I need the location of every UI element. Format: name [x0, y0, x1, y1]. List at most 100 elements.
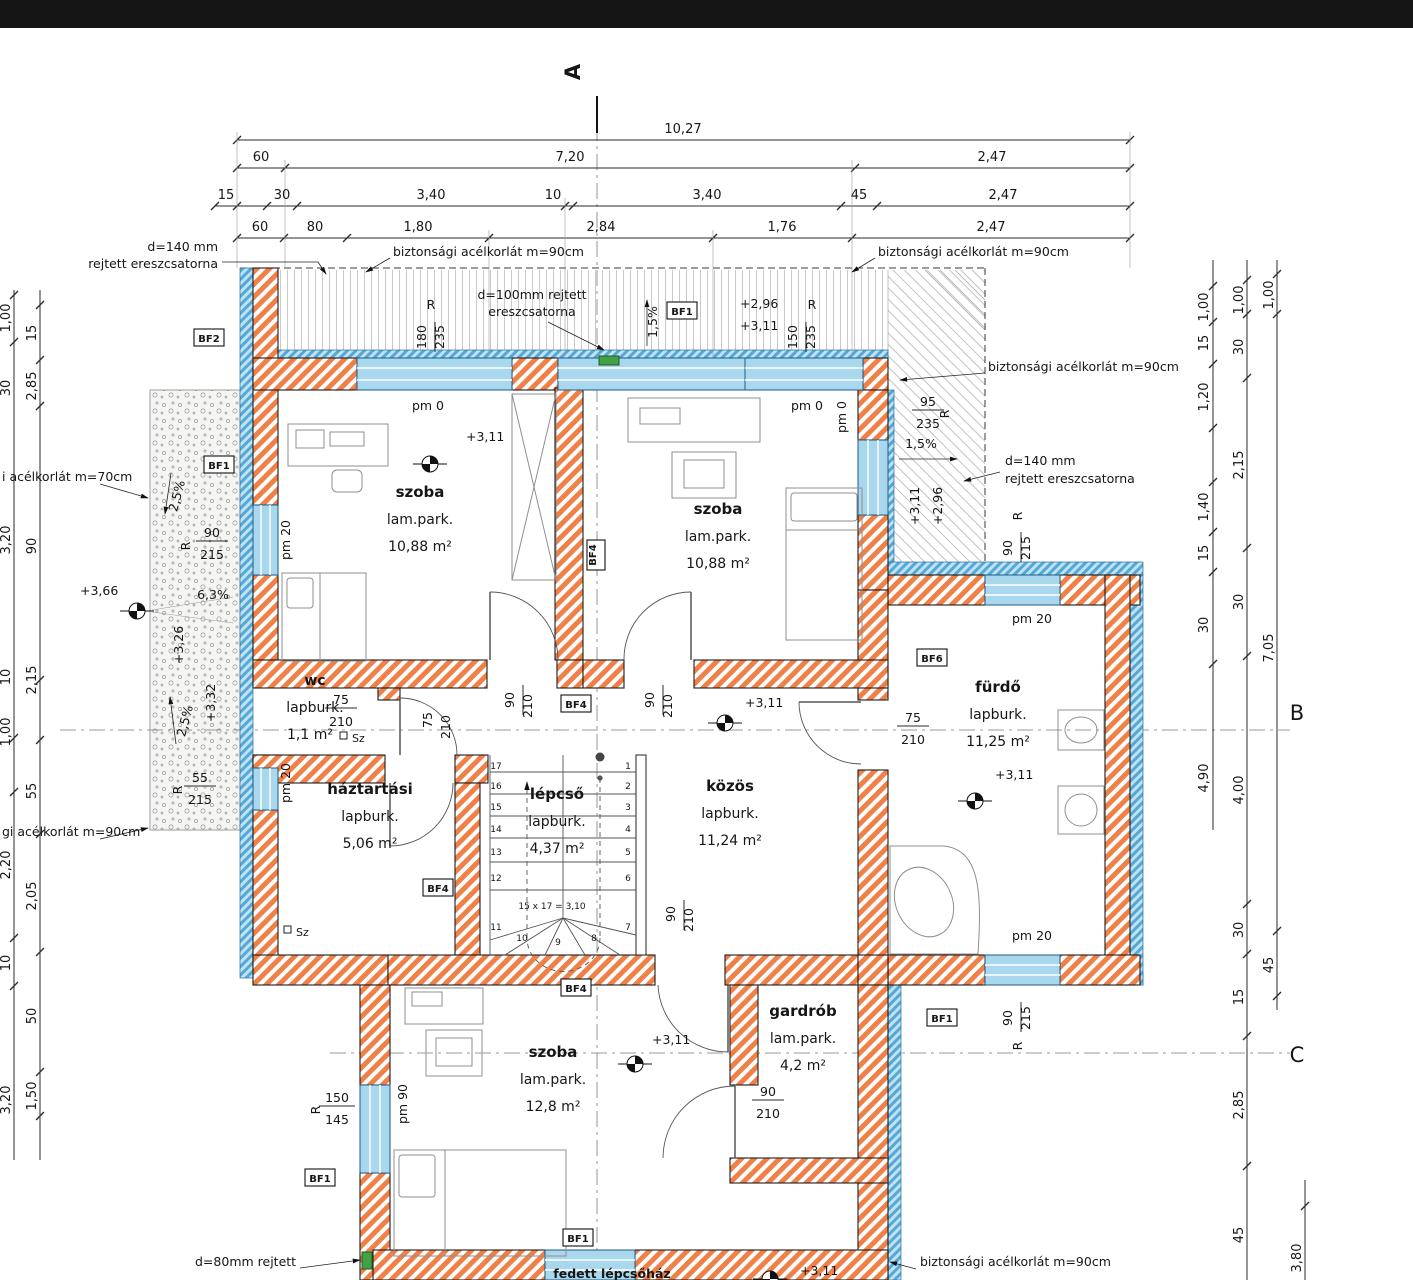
opening-size: 215: [200, 547, 224, 562]
slope-label: 1,5%: [645, 306, 660, 338]
opening-size: 210: [438, 715, 453, 739]
opening-size: 90: [204, 525, 220, 540]
tag-bf4: BF4: [565, 984, 586, 995]
opening-tags: BF2 BF1 BF1 BF4 BF4 BF4 BF4 BF6 BF1 BF1 …: [193, 301, 958, 1247]
dim: 30: [274, 188, 291, 203]
gutter-note: rejtett ereszcsatorna: [1005, 471, 1135, 486]
opening-size: 235: [916, 416, 940, 431]
opening-size: 180: [414, 325, 429, 349]
opening-size: 210: [520, 694, 535, 718]
dim: 30: [1232, 594, 1247, 611]
step-number: 7: [625, 923, 631, 933]
room-name: lépcső: [530, 785, 584, 803]
room-area: 11,24 m²: [698, 833, 762, 849]
step-number: 15: [490, 803, 501, 813]
step-number: 8: [591, 934, 597, 944]
elevation-label: +3,26: [171, 626, 186, 664]
parapet-label: pm 0: [834, 401, 849, 433]
dim: 2,85: [25, 372, 40, 401]
dim: 2,47: [977, 220, 1006, 235]
gutter-note: rejtett ereszcsatorna: [88, 256, 218, 271]
railing-note-cut: gi acélkorlát m=90cm: [2, 824, 140, 839]
railing-note: biztonsági acélkorlát m=90cm: [393, 244, 584, 259]
opening-size: 145: [325, 1112, 349, 1127]
parapet-label: pm 20: [278, 763, 293, 803]
window-55-215: [252, 767, 279, 811]
opening-size: 90: [642, 692, 657, 708]
door-furdo: [798, 701, 862, 765]
opening-size: 90: [760, 1084, 776, 1099]
doors: [389, 591, 862, 1159]
step-number: 6: [625, 874, 631, 884]
stair-wall: [635, 754, 647, 956]
railing-note: biztonsági acélkorlát m=90cm: [878, 244, 1069, 259]
ticks-right: [1208, 269, 1310, 1211]
size-fraction-lines: [184, 322, 1022, 1107]
dim: 30: [1232, 922, 1247, 939]
window-90-215-bottom-right: [984, 954, 1061, 986]
dim: 90: [25, 538, 40, 555]
parapet-label: pm 20: [1012, 928, 1052, 943]
step-number: 1: [625, 762, 631, 772]
window-150-145: [359, 1084, 391, 1174]
sz-symbol: [339, 731, 348, 740]
drain-mark-top: [598, 355, 620, 366]
dim: 1,20: [1197, 383, 1212, 412]
room-name: wc: [304, 673, 325, 689]
radiator-label: R: [1010, 1041, 1025, 1050]
parapet-label: pm 20: [1012, 611, 1052, 626]
radiator-label: R: [937, 409, 952, 418]
grid-marker-b: B: [1290, 701, 1304, 725]
dim: 45: [851, 188, 868, 203]
dim: 55: [25, 783, 40, 800]
elevation-label: +3,32: [203, 684, 218, 722]
window-90-215-top-right: [984, 574, 1061, 606]
room-name: háztartási: [327, 780, 413, 798]
extension-lines: [236, 132, 1131, 358]
gutter-note: d=80mm rejtett: [195, 1254, 296, 1269]
step-number: 14: [490, 825, 502, 835]
parapet-label: pm 0: [412, 398, 444, 413]
door-szoba2: [623, 591, 692, 661]
dim: 1,00: [0, 718, 14, 747]
dim: 3,20: [0, 1086, 14, 1115]
dim: 45: [1232, 1227, 1247, 1244]
dim: 2,47: [989, 188, 1018, 203]
elevation-label: +3,11: [652, 1032, 690, 1047]
elevation-label: +2,96: [930, 487, 945, 525]
terrace-roof-hatch: [255, 269, 986, 575]
ticks-left: [9, 290, 45, 1121]
parapet-label: pm 90: [395, 1084, 410, 1124]
room-area: 5,06 m²: [343, 836, 398, 852]
radiator-label: R: [170, 785, 185, 794]
tag-bf4: BF4: [588, 544, 599, 565]
tag-bf2: BF2: [198, 334, 219, 345]
radiator-label: R: [808, 297, 817, 312]
slope-label: 1,5%: [905, 436, 937, 451]
opening-size: 90: [1000, 540, 1015, 556]
gutter-note: ereszcsatorna: [488, 304, 575, 319]
room-finish: lam.park.: [520, 1072, 586, 1088]
step-number: 5: [625, 848, 631, 858]
sz-label: Sz: [352, 732, 365, 745]
tag-bf1: BF1: [671, 307, 692, 318]
room-area: 4,37 m²: [530, 841, 585, 857]
bed-szoba3: [393, 1149, 567, 1257]
opening-size: 90: [663, 906, 678, 922]
opening-size: 210: [660, 694, 675, 718]
dim-overall: 10,27: [664, 122, 701, 137]
bed-szoba1: [281, 572, 367, 662]
dim: 80: [307, 220, 324, 235]
radiator-label: R: [1010, 511, 1025, 520]
elevation-label: +3,11: [466, 429, 504, 444]
window-bottom-bf1: [544, 1249, 636, 1280]
dim: 10: [545, 188, 562, 203]
tag-bf1: BF1: [931, 1014, 952, 1025]
elevation-label: +3,11: [740, 318, 778, 333]
room-area: 10,88 m²: [388, 539, 452, 555]
dim: 30: [1232, 339, 1247, 356]
stair-formula: 15 x 17 = 3,10: [518, 902, 586, 912]
window-90-215-left: [252, 504, 279, 576]
dim: 2,85: [1232, 1091, 1247, 1120]
desk-szoba2: [627, 397, 761, 499]
